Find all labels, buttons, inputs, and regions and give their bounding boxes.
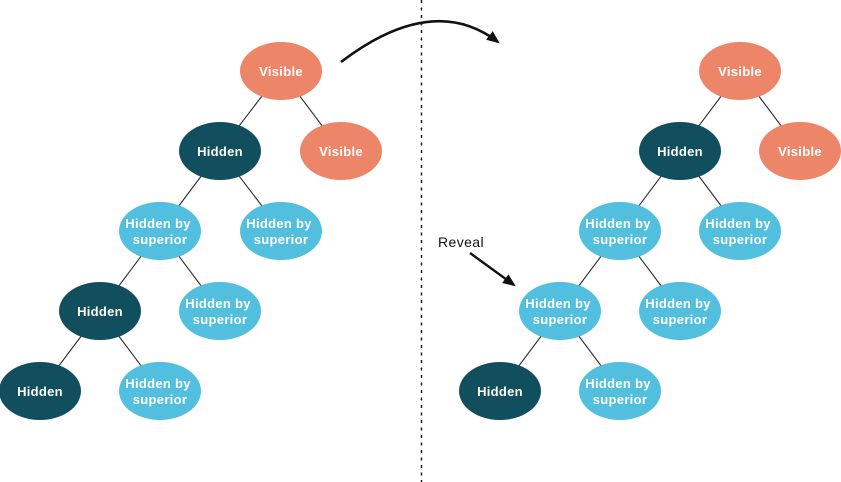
svg-text:Visible: Visible xyxy=(778,144,822,159)
tree-node: Visible xyxy=(759,122,841,180)
transform-arrow xyxy=(340,19,500,64)
tree-node: Hidden xyxy=(639,122,721,180)
svg-text:Hidden by superior: Hidden by superior xyxy=(246,216,315,247)
svg-text:Hidden by superior: Hidden by superior xyxy=(645,296,714,327)
tree-node: Hidden by superior xyxy=(179,282,261,340)
svg-text:Visible: Visible xyxy=(718,64,762,79)
reveal-arrow-icon xyxy=(469,252,516,287)
svg-text:Hidden: Hidden xyxy=(197,144,243,159)
tree-node: Hidden by superior xyxy=(119,362,201,420)
tree-node: Hidden by superior xyxy=(579,202,661,260)
tree-node: Hidden xyxy=(179,122,261,180)
svg-text:Hidden: Hidden xyxy=(17,384,63,399)
tree-node: Hidden by superior xyxy=(119,202,201,260)
tree-node: Visible xyxy=(240,42,322,100)
tree-node: Visible xyxy=(699,42,781,100)
svg-text:Visible: Visible xyxy=(259,64,303,79)
tree-node: Hidden xyxy=(459,362,541,420)
tree-node: Hidden by superior xyxy=(639,282,721,340)
svg-text:Hidden: Hidden xyxy=(77,304,123,319)
svg-text:Hidden by superior: Hidden by superior xyxy=(585,216,654,247)
svg-text:Hidden by superior: Hidden by superior xyxy=(185,296,254,327)
svg-text:Hidden by superior: Hidden by superior xyxy=(525,296,594,327)
svg-text:Hidden: Hidden xyxy=(477,384,523,399)
svg-text:Hidden by superior: Hidden by superior xyxy=(585,376,654,407)
svg-text:Hidden by superior: Hidden by superior xyxy=(125,376,194,407)
svg-text:Hidden by superior: Hidden by superior xyxy=(125,216,194,247)
tree-node: Hidden by superior xyxy=(579,362,661,420)
tree-node: Hidden xyxy=(59,282,141,340)
tree-before: Visible Hidden Visible Hidden by superio… xyxy=(0,42,382,420)
tree-node: Hidden xyxy=(0,362,81,420)
reveal-label: Reveal xyxy=(438,234,484,250)
svg-text:Visible: Visible xyxy=(319,144,363,159)
tree-node-revealed: Hidden by superior xyxy=(519,282,601,340)
tree-node: Hidden by superior xyxy=(240,202,322,260)
tree-after: Visible Hidden Visible Hidden by superio… xyxy=(459,42,841,420)
svg-text:Hidden by superior: Hidden by superior xyxy=(705,216,774,247)
svg-text:Hidden: Hidden xyxy=(657,144,703,159)
tree-node: Visible xyxy=(300,122,382,180)
tree-node: Hidden by superior xyxy=(699,202,781,260)
reveal-annotation: Reveal xyxy=(438,234,516,287)
